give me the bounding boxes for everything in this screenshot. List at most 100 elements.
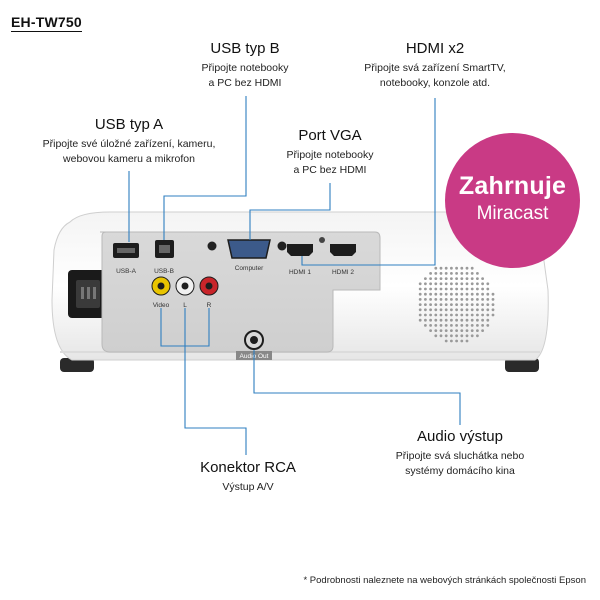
callout-vga: Port VGA Připojte notebooky a PC bez HDM… bbox=[270, 127, 390, 178]
grille-hole bbox=[465, 334, 469, 338]
grille-hole bbox=[476, 303, 479, 306]
grille-hole bbox=[470, 324, 474, 327]
miracast-badge-line2: Miracast bbox=[476, 203, 549, 224]
grille-hole bbox=[424, 303, 427, 306]
model-name: EH-TW750 bbox=[11, 14, 82, 32]
grille-hole bbox=[460, 277, 464, 280]
grille-hole bbox=[455, 266, 458, 270]
grille-hole bbox=[460, 272, 464, 275]
grille-hole bbox=[444, 303, 448, 306]
power-pin-1 bbox=[81, 287, 84, 299]
grille-hole bbox=[434, 329, 438, 332]
grille-hole bbox=[434, 324, 438, 327]
callout-vga-desc2: a PC bez HDMI bbox=[293, 164, 367, 176]
callout-audio: Audio výstup Připojte svá sluchátka nebo… bbox=[385, 428, 535, 479]
grille-hole bbox=[465, 277, 469, 280]
grille-hole bbox=[434, 282, 438, 286]
grille-hole bbox=[470, 318, 474, 322]
callout-usb-a: USB typ A Připojte své úložné zařízení, … bbox=[20, 116, 238, 167]
grille-hole bbox=[455, 318, 458, 322]
hdmi2-port-label: HDMI 2 bbox=[332, 269, 354, 276]
grille-hole bbox=[465, 303, 469, 306]
grille-hole bbox=[476, 318, 479, 322]
grille-hole bbox=[470, 266, 474, 270]
callout-usb-b-title: USB typ B bbox=[210, 40, 280, 57]
grille-hole bbox=[455, 287, 458, 291]
grille-hole bbox=[460, 318, 464, 322]
callout-vga-desc1: Připojte notebooky bbox=[286, 149, 374, 161]
grille-hole bbox=[460, 298, 464, 301]
grille-hole bbox=[460, 313, 464, 317]
grille-hole bbox=[465, 313, 469, 317]
grille-hole bbox=[486, 313, 490, 317]
grille-hole bbox=[476, 277, 479, 280]
grille-hole bbox=[439, 303, 443, 306]
grille-hole bbox=[429, 303, 432, 306]
rca-left-jack-center bbox=[181, 282, 189, 290]
grille-hole bbox=[429, 298, 432, 301]
grille-hole bbox=[491, 313, 495, 317]
grille-hole bbox=[481, 313, 484, 317]
grille-hole bbox=[470, 287, 474, 291]
grille-hole bbox=[434, 308, 438, 312]
grille-hole bbox=[429, 272, 432, 275]
grille-hole bbox=[460, 292, 464, 296]
leader-hdmi bbox=[301, 98, 436, 266]
footnote: * Podrobnosti naleznete na webových strá… bbox=[303, 575, 586, 586]
grille-hole bbox=[481, 318, 484, 322]
grille-hole bbox=[450, 282, 453, 286]
grille-hole bbox=[460, 329, 464, 332]
miracast-badge: Zahrnuje Miracast bbox=[445, 133, 580, 268]
leader-usb-b bbox=[163, 96, 247, 240]
callout-usb-a-title: USB typ A bbox=[94, 116, 164, 133]
grille-hole bbox=[444, 329, 448, 332]
grille-hole bbox=[476, 282, 479, 286]
grille-hole bbox=[481, 308, 484, 312]
rca-right-jack-center bbox=[205, 282, 213, 290]
audio-out-jack-center bbox=[250, 336, 258, 344]
leader-lines bbox=[128, 96, 461, 455]
grille-hole bbox=[418, 313, 422, 317]
grille-hole bbox=[481, 303, 484, 306]
grille-hole bbox=[460, 324, 464, 327]
grille-hole bbox=[476, 313, 479, 317]
grille-hole bbox=[470, 334, 474, 338]
grille-hole bbox=[486, 308, 490, 312]
grille-hole bbox=[460, 339, 464, 343]
grille-hole bbox=[470, 308, 474, 312]
grille-hole bbox=[444, 334, 448, 338]
grille-hole bbox=[481, 277, 484, 280]
grille-hole bbox=[481, 287, 484, 291]
grille-hole bbox=[434, 313, 438, 317]
grille-hole bbox=[418, 287, 422, 291]
grille-hole bbox=[470, 272, 474, 275]
grille-hole bbox=[481, 324, 484, 327]
grille-hole bbox=[429, 277, 432, 280]
grille-hole bbox=[450, 303, 453, 306]
vga-screw-left bbox=[207, 241, 217, 251]
vga-port bbox=[227, 239, 271, 259]
grille-hole bbox=[476, 329, 479, 332]
grille-hole bbox=[465, 298, 469, 301]
usb-b-port-label: USB-B bbox=[154, 268, 174, 275]
grille-hole bbox=[439, 329, 443, 332]
grille-hole bbox=[444, 282, 448, 286]
grille-hole bbox=[455, 303, 458, 306]
grille-hole bbox=[470, 313, 474, 317]
grille-hole bbox=[434, 298, 438, 301]
connector-panel bbox=[100, 231, 381, 353]
grille-hole bbox=[455, 339, 458, 343]
grille-hole bbox=[460, 303, 464, 306]
grille-hole bbox=[424, 313, 427, 317]
grille-hole bbox=[424, 282, 427, 286]
grille-hole bbox=[470, 298, 474, 301]
grille-hole bbox=[439, 318, 443, 322]
leader-audio-out bbox=[253, 350, 461, 425]
grille-hole bbox=[444, 287, 448, 291]
grille-hole bbox=[470, 282, 474, 286]
callout-audio-title: Audio výstup bbox=[417, 428, 503, 445]
grille-hole bbox=[450, 324, 453, 327]
grille-hole bbox=[491, 292, 495, 296]
grille-hole bbox=[434, 318, 438, 322]
